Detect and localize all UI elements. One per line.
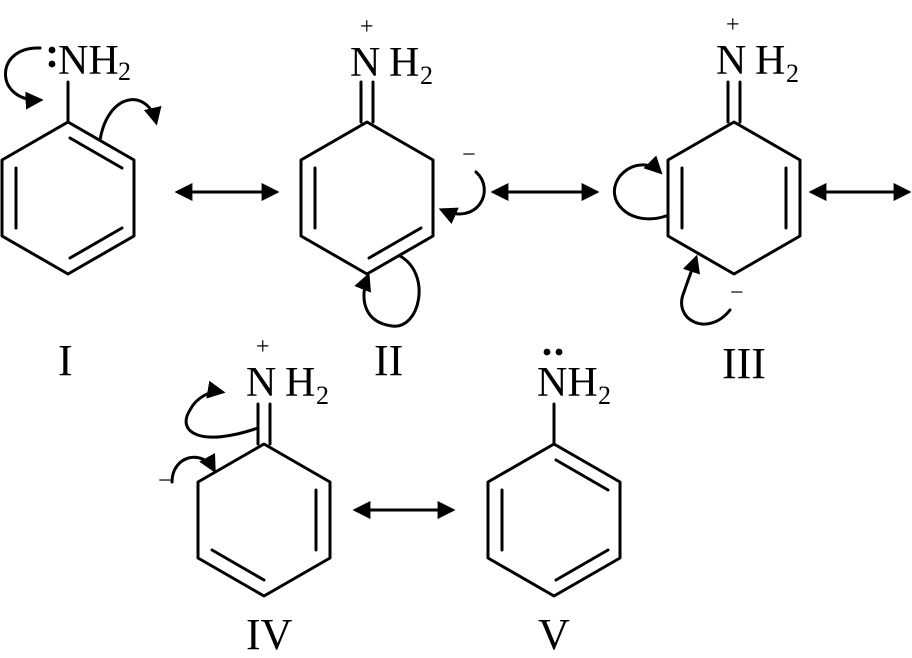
- curved-arrow-lone-pair-I: [4, 46, 44, 110]
- double-bond-n-II: [359, 80, 375, 124]
- nitrogen-label-II: N: [350, 40, 380, 86]
- subscript-IV: 2: [316, 381, 329, 410]
- curved-arrow-ring-bond-III: [613, 155, 668, 221]
- structure-IV: + N H 2 − IV: [158, 334, 332, 658]
- benzene-ring-I: [0, 120, 136, 276]
- hydrogen-label-II: H: [389, 40, 419, 86]
- iminium-group-IV: + N H 2: [246, 334, 329, 410]
- nitrogen-label-III: N: [716, 38, 746, 84]
- amine-label-V: NH: [537, 360, 598, 406]
- plus-charge-III: +: [726, 12, 740, 38]
- lone-pair-dot: [543, 348, 551, 356]
- amine-label-I: NH: [58, 38, 119, 84]
- ring-II: [299, 120, 435, 276]
- subscript-III: 2: [786, 59, 799, 88]
- structure-III: + N H 2 − III: [613, 12, 802, 388]
- subscript-II: 2: [420, 61, 433, 90]
- structure-label-II: II: [374, 336, 403, 385]
- structure-label-III: III: [722, 339, 766, 388]
- amine-subscript-I: 2: [118, 57, 131, 86]
- curved-arrow-carbanion-IV: [170, 453, 216, 484]
- curved-arrow-ring-bond-II: [354, 254, 421, 328]
- lone-pair-dot: [48, 46, 56, 54]
- hydrogen-label-III: H: [755, 38, 785, 84]
- plus-charge-IV: +: [256, 334, 270, 360]
- lone-pair-dot: [555, 348, 563, 356]
- hydrogen-label-IV: H: [285, 360, 315, 406]
- minus-charge-IV: −: [158, 468, 172, 494]
- curved-arrow-carbanion-III: [680, 254, 732, 326]
- ring-IV: [196, 442, 332, 598]
- structure-II: + N H 2 − II: [299, 14, 486, 385]
- iminium-group-III: + N H 2: [716, 12, 799, 88]
- amine-group-V: NH 2: [537, 348, 611, 410]
- amine-group-I: NH 2: [48, 38, 131, 86]
- structure-label-I: I: [58, 336, 73, 385]
- structure-I: NH 2 I: [0, 38, 162, 385]
- structure-V: NH 2 V: [486, 348, 622, 658]
- ring-III: [666, 120, 802, 276]
- structure-label-IV: IV: [246, 610, 293, 653]
- nitrogen-label-IV: N: [246, 360, 276, 406]
- double-bond-n-IV: [256, 402, 272, 446]
- plus-charge-II: +: [360, 14, 374, 40]
- iminium-group-II: + N H 2: [350, 14, 433, 90]
- benzene-ring-V: [486, 442, 622, 598]
- minus-charge-III: −: [730, 280, 744, 306]
- minus-charge-II: −: [462, 142, 476, 168]
- curved-arrow-cn-bond-IV: [184, 380, 260, 439]
- double-bond-n-III: [726, 80, 742, 124]
- lone-pair-dot: [48, 60, 56, 68]
- amine-subscript-V: 2: [598, 381, 611, 410]
- curved-arrow-ring-bond-I: [98, 98, 162, 142]
- structure-label-V: V: [538, 610, 570, 653]
- curved-arrow-carbanion-II: [438, 170, 486, 225]
